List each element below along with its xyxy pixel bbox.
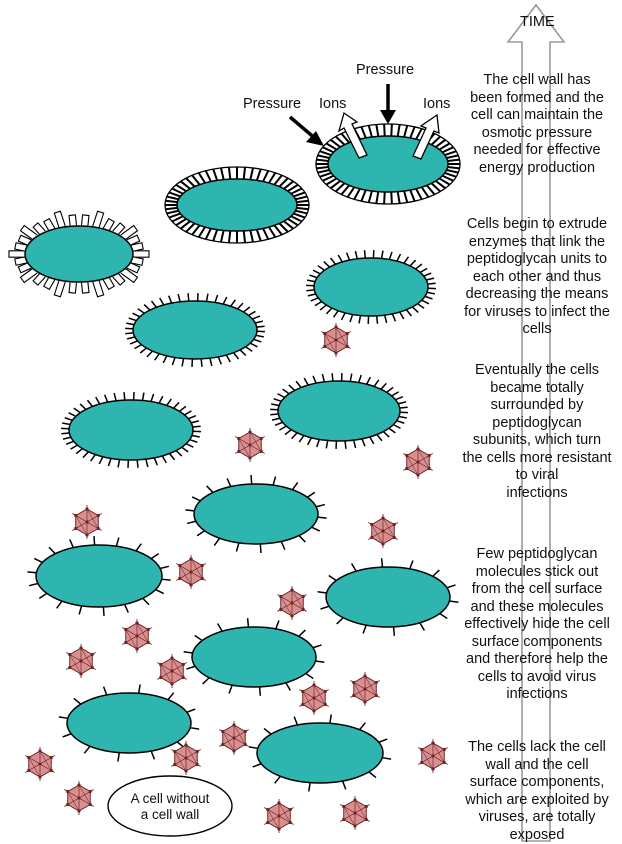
- pressure-arrow-right: [380, 110, 396, 124]
- virus: [25, 747, 54, 781]
- virus: [66, 644, 95, 678]
- time-label: TIME: [520, 14, 555, 30]
- cell-few-peptidoglycan: [27, 536, 170, 616]
- virus: [277, 586, 306, 620]
- virus: [418, 739, 447, 773]
- pressure-label-right: Pressure: [356, 62, 414, 78]
- cell-dense-peptidoglycan: [306, 250, 436, 324]
- cell-dense-peptidoglycan: [270, 373, 408, 449]
- virus: [176, 555, 205, 589]
- cells-layer: [9, 124, 460, 792]
- virus: [157, 654, 186, 688]
- cell-few-peptidoglycan: [318, 558, 459, 636]
- virus: [403, 445, 432, 479]
- stage-text-no-cell-wall: The cells lack the cell wall and the cel…: [452, 739, 622, 844]
- stage-text-few-peptidoglycan: Few peptidoglycan molecules stick out fr…: [452, 546, 622, 704]
- virus: [368, 514, 397, 548]
- stage-text-fully-surrounded: Eventually the cells became totally surr…: [452, 362, 622, 502]
- virus: [264, 799, 293, 833]
- cell-few-peptidoglycan: [185, 475, 326, 553]
- cell-dense-peptidoglycan: [61, 392, 201, 468]
- virus: [299, 681, 328, 715]
- cell-walled: [165, 167, 309, 243]
- virus: [219, 721, 248, 755]
- ions-label-left: Ions: [319, 96, 346, 112]
- cell-without-wall-label: A cell without a cell wall: [110, 791, 230, 823]
- virus: [64, 781, 93, 815]
- cell-walled: [316, 124, 460, 204]
- cell-dense-peptidoglycan: [125, 293, 265, 367]
- cell-few-peptidoglycan: [249, 714, 391, 791]
- virus: [350, 672, 379, 706]
- virus: [171, 741, 200, 775]
- virus: [72, 505, 101, 539]
- virus: [340, 796, 369, 830]
- stage-text-peptidoglycan-linking: Cells begin to extrude enzymes that link…: [452, 216, 622, 339]
- stage-text-cell-wall-formed: The cell wall has been formed and the ce…: [452, 72, 622, 177]
- cell-few-peptidoglycan: [184, 618, 325, 696]
- virus: [235, 428, 264, 462]
- virus: [321, 323, 350, 357]
- virus: [122, 619, 151, 653]
- cell-partial-wall: [9, 211, 149, 297]
- ions-label-right: Ions: [423, 96, 450, 112]
- pressure-label-left: Pressure: [243, 96, 301, 112]
